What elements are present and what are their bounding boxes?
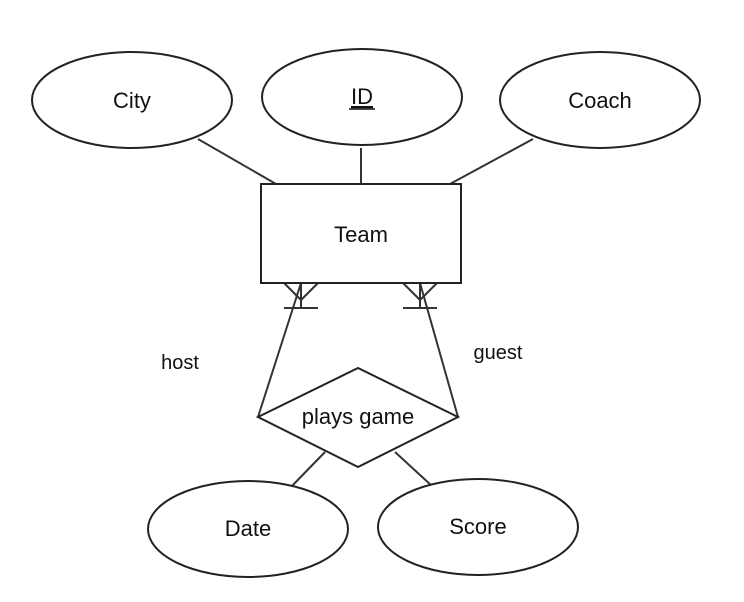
attribute-city: City [31, 51, 233, 149]
guest-cardinality-mark [402, 282, 438, 309]
entity-team-label: Team [334, 222, 388, 247]
attribute-coach-label: Coach [568, 88, 632, 113]
attribute-score-label: Score [449, 514, 506, 539]
attribute-score: Score [377, 478, 579, 576]
edge-coach-team [449, 138, 534, 185]
attribute-id: ID [261, 48, 463, 146]
attribute-coach: Coach [499, 51, 701, 149]
edge-relationship-date [290, 451, 326, 488]
role-host-label: host [161, 352, 199, 374]
attribute-city-label: City [113, 88, 151, 113]
relationship-plays-game: plays game [255, 366, 461, 469]
entity-team: Team [260, 183, 462, 284]
relationship-label: plays game [302, 404, 415, 429]
edge-guest-team [419, 282, 459, 418]
role-guest-label: guest [474, 342, 523, 364]
edge-relationship-score [394, 451, 433, 487]
edge-host-team [257, 282, 302, 418]
attribute-id-label: ID [351, 84, 373, 109]
edge-city-team [197, 138, 277, 185]
attribute-date: Date [147, 480, 349, 578]
host-cardinality-mark [283, 282, 319, 309]
attribute-date-label: Date [225, 516, 271, 541]
